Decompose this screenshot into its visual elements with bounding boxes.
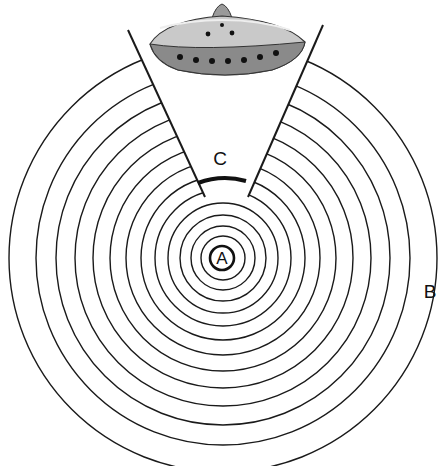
- ufo: [150, 4, 305, 75]
- reflected-wavefront: [198, 178, 246, 183]
- part-label: B: [424, 282, 437, 301]
- source-letter: A: [216, 250, 227, 267]
- source-circle: A: [208, 244, 236, 272]
- beam-cutout: [114, 0, 334, 197]
- part-label: C: [213, 149, 227, 168]
